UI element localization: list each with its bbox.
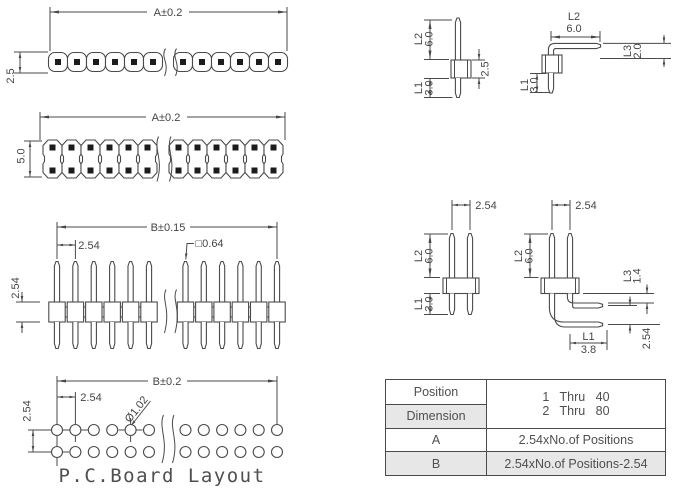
l1-value: 3.0 [424, 80, 436, 95]
table-cell-a-value: 2.54xNo.of Positions [486, 427, 665, 452]
dim-length-label: B±0.2 [153, 376, 182, 388]
break-symbol [161, 414, 176, 464]
pitch-label: 2.54 [575, 200, 596, 212]
l3-label: L3 [622, 270, 634, 282]
l2-label: L2 [413, 250, 425, 262]
l2-label: L2 [413, 33, 425, 45]
dim-hole-dia-label: Ø1.02 [123, 394, 151, 425]
pitch-label: 2.54 [475, 200, 496, 212]
dim-pitch-label: 2.54 [80, 392, 101, 404]
dim-pin-square-label: □0.64 [196, 238, 224, 250]
l2-value: 6.0 [566, 23, 581, 35]
l1-value: 3.0 [424, 296, 436, 311]
table-cell-dimension: Dimension [386, 403, 486, 428]
pcb-layout-view: B±0.2 2.54 Ø1.02 2.54 P.C.Board Layout [22, 376, 284, 487]
pcb-layout-caption: P.C.Board Layout [58, 465, 265, 487]
dim-length-label: A±0.2 [152, 112, 181, 124]
dim-length-label: A±0.2 [154, 7, 183, 19]
spec-table: Position 1 Thru 40 2 Thru 80 Dimension A… [385, 379, 666, 476]
range-row-2: 2 Thru 80 [542, 403, 610, 418]
l1-label: L1 [582, 331, 594, 343]
l3-label: L3 [622, 45, 634, 57]
body-height-label: 2.5 [480, 61, 492, 76]
l2-value: 6.0 [424, 248, 436, 263]
break-symbol [156, 136, 173, 182]
l2-value: 6.0 [424, 31, 436, 46]
single-pin-right-angle-view: L2 6.0 L3 2.0 L1 3.0 [519, 11, 671, 94]
table-cell-position: Position [413, 384, 459, 399]
l3-value: 2.0 [632, 43, 644, 58]
l1-label: L1 [413, 82, 425, 94]
side-view: B±0.15 2.54 □0.64 2.54 [10, 222, 286, 350]
single-pin-straight-view: L2 6.0 2.5 L1 3.0 [413, 17, 492, 99]
l1-label: L1 [413, 298, 425, 310]
dim-length-label: B±0.15 [151, 222, 186, 234]
l2-value: 6.0 [524, 248, 536, 263]
l2-label: L2 [513, 250, 525, 262]
dual-row-top-view: A±0.2 5.0 [16, 112, 286, 182]
dim-pitch-label: 2.54 [78, 240, 99, 252]
l2-label: L2 [568, 11, 580, 23]
dim-height-label: 2.5 [5, 68, 17, 83]
l1-label: L1 [519, 79, 531, 91]
row-pitch-label: 2.54 [641, 328, 653, 349]
range-row-1: 1 Thru 40 [542, 389, 610, 404]
dual-pin-straight-view: 2.54 L2 6.0 L1 3.0 [413, 200, 497, 316]
table-cell-b-label: B [386, 451, 486, 475]
dim-body-height-label: 2.54 [10, 277, 22, 298]
dual-pin-right-angle-view: 2.54 L2 6.0 L3 1.4 2.54 L1 3.8 [513, 200, 660, 356]
l3-value: 1.4 [632, 268, 644, 283]
dim-row-pitch-label: 2.54 [22, 400, 34, 421]
dim-height-label: 5.0 [16, 148, 28, 163]
l1-value: 3.0 [529, 77, 541, 92]
table-cell-b-value: 2.54xNo.of Positions-2.54 [486, 451, 665, 475]
single-row-top-view: A±0.2 2.5 [5, 7, 289, 84]
table-cell-position-range: 1 Thru 40 2 Thru 80 [486, 380, 665, 428]
break-symbol [163, 48, 178, 77]
l1-value: 3.8 [581, 344, 596, 356]
break-symbol [164, 289, 178, 334]
table-cell-a-label: A [386, 427, 486, 452]
